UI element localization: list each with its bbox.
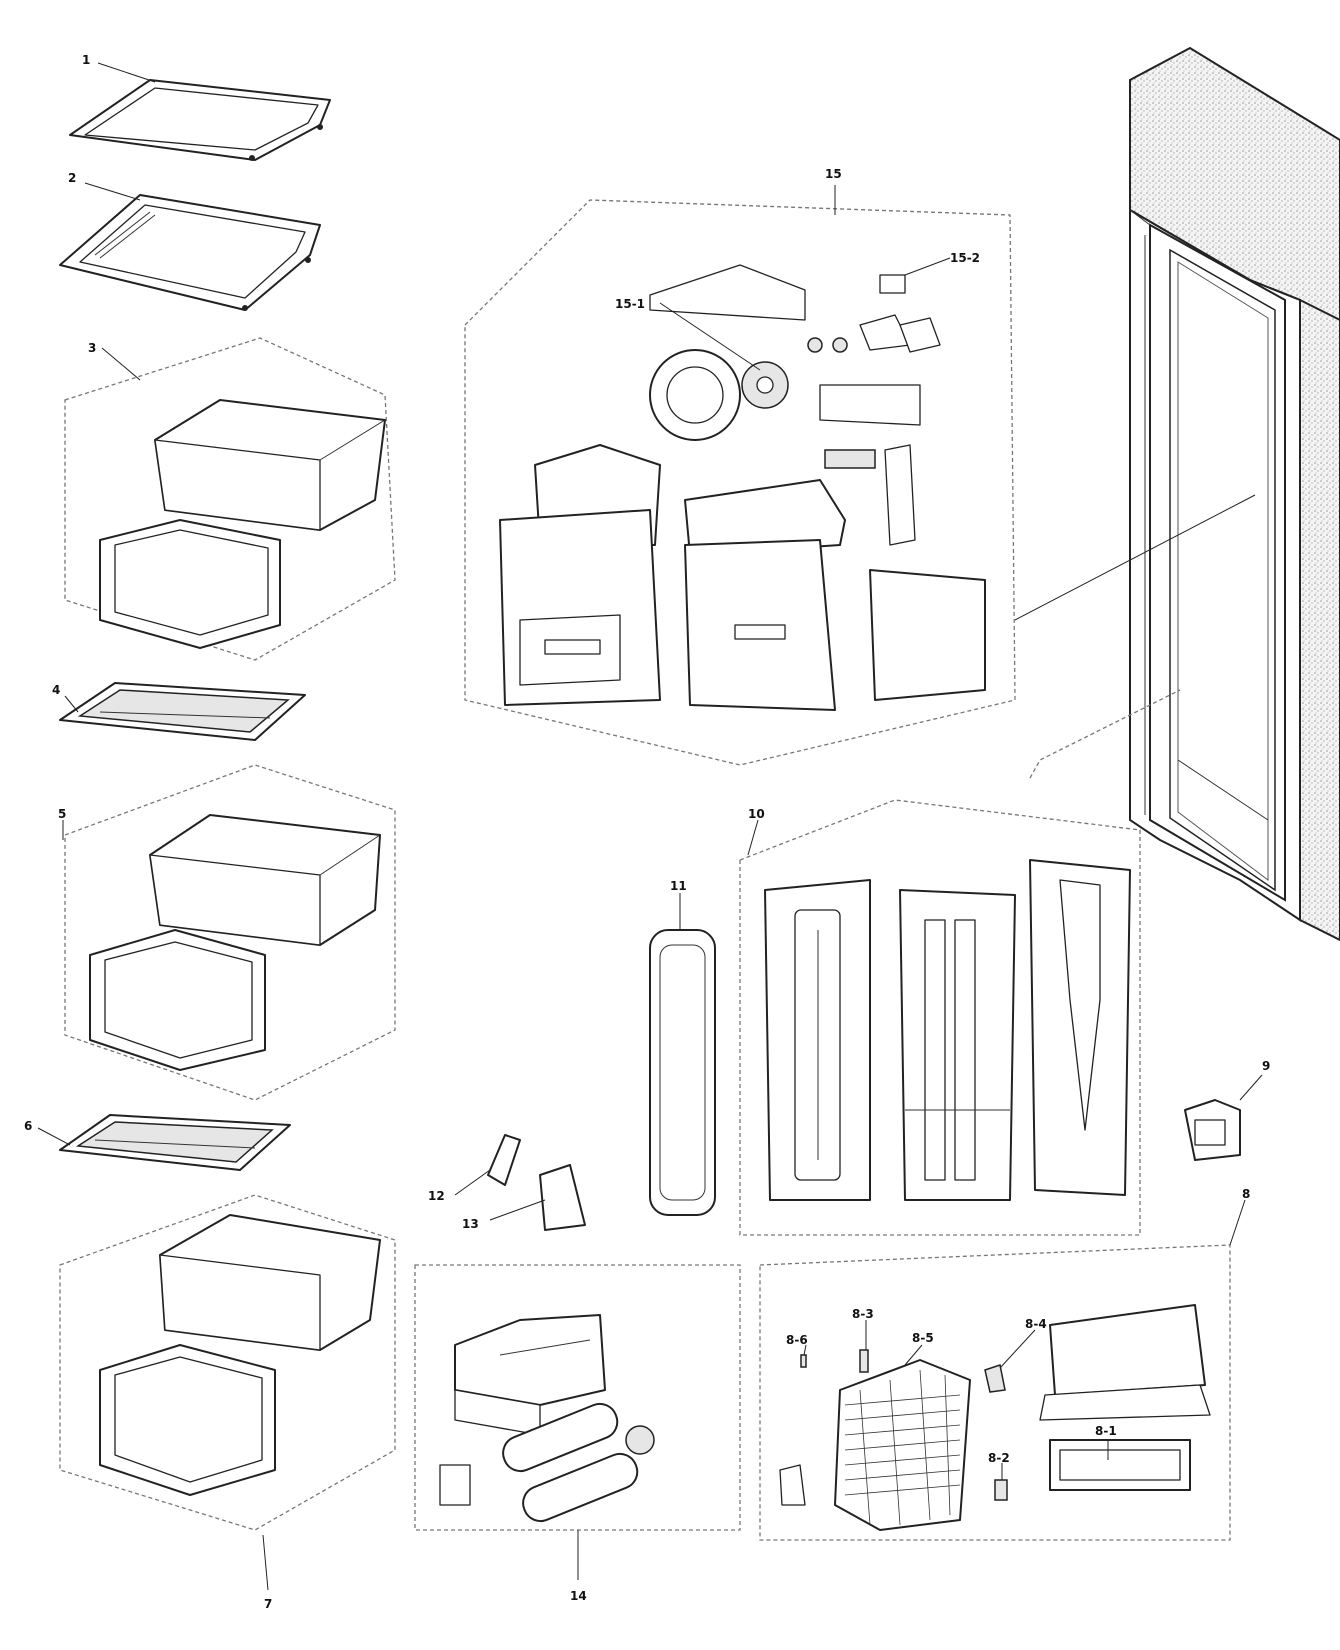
callout-3: 3	[88, 341, 96, 355]
part-4-cover	[59, 682, 306, 741]
part-2-shelf	[59, 194, 321, 311]
callout-15-1: 15-1	[615, 297, 645, 311]
leader-15-to-cabinet	[1014, 494, 1256, 621]
callout-8-2: 8-2	[988, 1451, 1010, 1465]
callout-8-4: 8-4	[1025, 1317, 1047, 1331]
callout-15: 15	[825, 167, 842, 181]
part-13-holder	[539, 1164, 586, 1231]
part-1-shelf	[69, 79, 331, 161]
callout-8-6: 8-6	[786, 1333, 808, 1347]
fridge-cabinet	[1129, 46, 1340, 942]
callout-13: 13	[462, 1217, 479, 1231]
callout-10: 10	[748, 807, 765, 821]
callout-9: 9	[1262, 1059, 1270, 1073]
callout-2: 2	[68, 171, 76, 185]
part-5-drawer	[89, 814, 381, 1071]
part-15-icemaker-assembly	[499, 264, 986, 711]
callout-1: 1	[82, 53, 90, 67]
group-5-outline	[64, 764, 396, 1101]
part-8-evaporator-assembly	[779, 1304, 1211, 1531]
callout-15-2: 15-2	[950, 251, 980, 265]
part-11-cover	[649, 929, 716, 1216]
callout-5: 5	[58, 807, 66, 821]
group-15-outline	[464, 199, 1016, 766]
callout-12: 12	[428, 1189, 445, 1203]
callout-8: 8	[1242, 1187, 1250, 1201]
group-3-outline	[64, 337, 396, 661]
callout-7: 7	[264, 1597, 272, 1611]
callout-4: 4	[52, 683, 60, 697]
callout-8-3: 8-3	[852, 1307, 874, 1321]
callout-11: 11	[670, 879, 687, 893]
part-9-box	[1184, 1099, 1241, 1161]
callout-14: 14	[570, 1589, 587, 1603]
callout-6: 6	[24, 1119, 32, 1133]
part-7-drawer	[99, 1214, 381, 1496]
part-14-filter-assembly	[439, 1314, 655, 1523]
part-10-ducts	[764, 859, 1131, 1201]
part-3-drawer	[99, 399, 386, 649]
callout-8-1: 8-1	[1095, 1424, 1117, 1438]
group-8-outline	[759, 1244, 1231, 1541]
part-12-cap	[487, 1134, 521, 1186]
callout-8-5: 8-5	[912, 1331, 934, 1345]
part-6-cover	[59, 1114, 291, 1171]
